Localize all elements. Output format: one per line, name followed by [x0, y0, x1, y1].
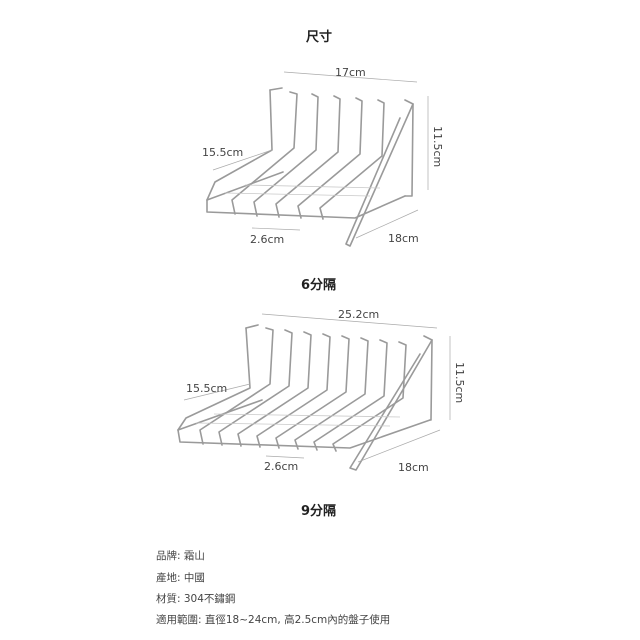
rack-6-wire-frame	[206, 87, 414, 247]
rack-6-width-label: 17cm	[335, 66, 366, 79]
rack-6-back-line	[212, 149, 273, 171]
rack-9-depth-line	[357, 429, 441, 463]
spec-usage: 適用範圍: 直徑18~24cm, 高2.5cm內的盤子使用	[156, 614, 391, 626]
rack-6-gap-label: 2.6cm	[250, 233, 285, 246]
rack-9-width-label: 25.2cm	[338, 308, 380, 321]
rack-9-gap-label: 2.6cm	[264, 460, 299, 473]
rack-9-back-height-label: 15.5cm	[186, 382, 228, 395]
rack-6-gap-line	[251, 227, 301, 231]
rack-9-gap-line	[265, 455, 305, 459]
rack-9-back-line	[183, 383, 251, 401]
rack-9-width-line	[261, 313, 438, 329]
spec-brand: 品牌: 霜山	[156, 550, 205, 562]
rack-6-name: 6分隔	[301, 278, 337, 293]
spec-material: 材質: 304不鏽鋼	[156, 593, 236, 605]
spec-origin: 產地: 中國	[156, 572, 205, 584]
rack-9-depth-label: 18cm	[398, 461, 429, 474]
rack-9-name: 9分隔	[301, 504, 337, 519]
rack-6-width-line	[283, 71, 418, 83]
rack-9-height-label: 11.5cm	[453, 362, 466, 404]
rack-9-wire-frame	[177, 324, 433, 471]
rack-6-depth-label: 18cm	[388, 232, 419, 245]
rack-6-back-height-label: 15.5cm	[202, 146, 244, 159]
rack-6-height-label: 11.5cm	[431, 126, 444, 168]
rack-6-depth-line	[355, 209, 419, 239]
section-title: 尺寸	[306, 30, 333, 45]
